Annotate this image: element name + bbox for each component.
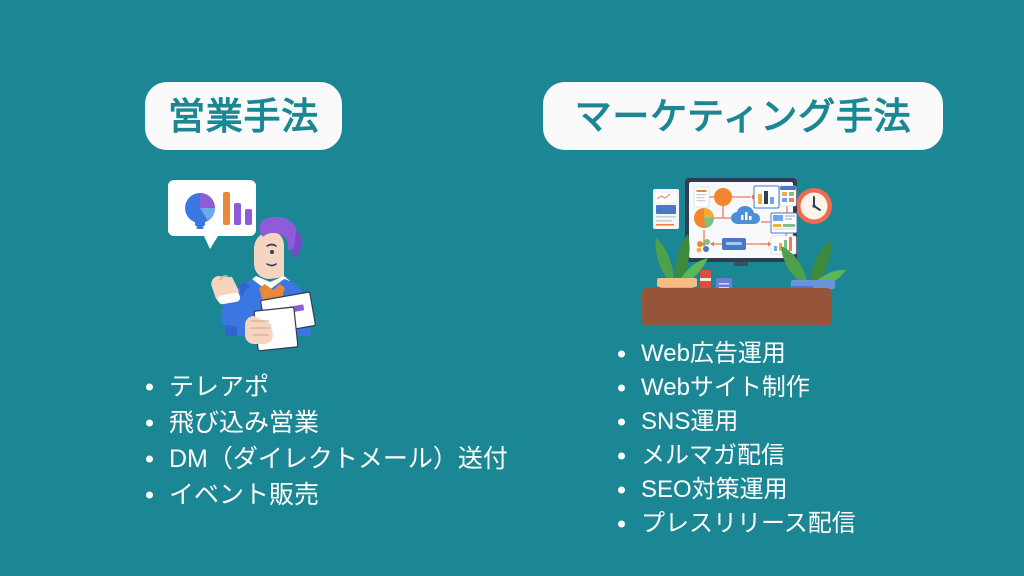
list-item: メルマガ配信 (614, 439, 856, 473)
list-item-label: SEO対策運用 (641, 476, 788, 503)
desk-surface (642, 288, 832, 326)
cloud-node (731, 206, 760, 224)
heading-text-sales: 営業手法 (168, 95, 319, 137)
list-item: SEO対策運用 (614, 473, 856, 507)
bullet-dot-icon (618, 350, 625, 358)
bullet-dot-icon (618, 520, 625, 528)
list-item-label: DM（ダイレクトメール）送付 (169, 445, 508, 473)
list-item: DM（ダイレクトメール）送付 (142, 441, 508, 477)
pie-chart-node (694, 208, 715, 228)
wall-poster-icon (653, 189, 679, 229)
bullet-dot-icon (146, 383, 153, 391)
list-item: Webサイト制作 (614, 371, 856, 405)
sales-methods-list: テレアポ 飛び込み営業 DM（ダイレクトメール）送付 イベント販売 (142, 369, 508, 513)
bullet-dot-icon (618, 486, 625, 494)
list-item: 飛び込み営業 (142, 405, 508, 441)
list-item: プレスリリース配信 (614, 507, 856, 541)
businessman-illustration (168, 176, 333, 352)
list-item-label: メルマガ配信 (641, 442, 785, 469)
list-item: テレアポ (142, 369, 508, 405)
bullet-dot-icon (146, 419, 153, 427)
list-item-label: SNS運用 (641, 408, 739, 435)
list-item: Web広告運用 (614, 337, 856, 371)
list-item-label: Webサイト制作 (641, 374, 810, 401)
bullet-dot-icon (618, 418, 625, 426)
whiteboard-flowchart (685, 178, 798, 266)
pie-chart-bulb-icon (185, 193, 216, 229)
bar-chart-icon (223, 192, 252, 225)
list-item-label: 飛び込み営業 (169, 409, 320, 437)
businessman-figure (211, 216, 316, 352)
list-item: SNS運用 (614, 405, 856, 439)
bullet-dot-icon (618, 384, 625, 392)
office-scene-illustration (634, 166, 850, 328)
heading-pill-sales: 営業手法 (145, 82, 342, 150)
list-item: イベント販売 (142, 477, 508, 513)
bullet-dot-icon (146, 491, 153, 499)
bullet-dot-icon (146, 455, 153, 463)
list-item-label: テレアポ (169, 373, 270, 401)
heading-text-marketing: マーケティング手法 (574, 95, 912, 137)
wall-clock-icon (796, 188, 832, 224)
heading-pill-marketing: マーケティング手法 (543, 82, 943, 150)
list-item-label: プレスリリース配信 (641, 510, 856, 537)
list-item-label: イベント販売 (169, 481, 320, 509)
bullet-dot-icon (618, 452, 625, 460)
marketing-methods-list: Web広告運用 Webサイト制作 SNS運用 メルマガ配信 SEO対策運用 プレ… (614, 337, 856, 541)
list-item-label: Web広告運用 (641, 340, 786, 367)
speech-bubble-icon (168, 180, 256, 249)
dots-cluster-node (696, 239, 710, 253)
